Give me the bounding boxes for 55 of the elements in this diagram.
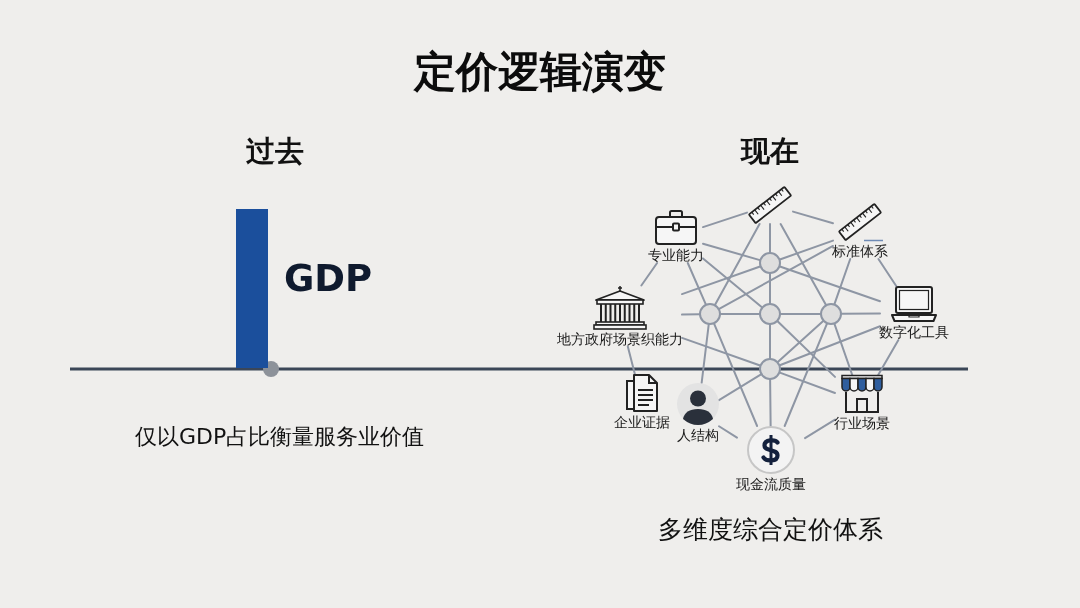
connector-line — [769, 272, 771, 305]
connector-line — [702, 257, 763, 309]
node-label: 标准体系 — [832, 243, 888, 260]
connector-line — [833, 322, 854, 376]
caption: 多维度综合定价体系 — [657, 515, 883, 545]
connector-line — [783, 322, 828, 427]
connector-line — [804, 418, 836, 440]
column-heading: 现在 — [741, 133, 799, 169]
connector-line — [778, 371, 836, 394]
connector-line — [778, 239, 834, 261]
connector-line — [702, 211, 748, 229]
connector-line — [640, 262, 659, 287]
connector-line — [719, 313, 761, 315]
node-label: 企业证据 — [614, 414, 670, 431]
connector-line — [700, 323, 710, 384]
connector-line — [779, 313, 822, 315]
node-label: 现金流质量 — [736, 476, 806, 493]
hub-circle — [759, 303, 781, 325]
connector-line — [681, 336, 762, 367]
connector-line — [681, 313, 701, 316]
connector-line — [776, 320, 825, 363]
node-label: 专业能力 — [648, 247, 704, 264]
connector-line — [681, 265, 762, 296]
caption: 仅以GDP占比衡量服务业价值 — [135, 424, 425, 450]
connector-line — [877, 258, 898, 287]
connector-line — [833, 258, 852, 306]
title: 定价逻辑演变 — [414, 47, 666, 97]
connector-line — [686, 262, 707, 306]
hub-circle — [759, 252, 781, 274]
connector-line — [714, 223, 761, 306]
connector-line — [718, 373, 763, 402]
connector-line — [769, 378, 772, 427]
connector-line — [779, 223, 827, 306]
connector-line — [877, 339, 900, 376]
connector-line — [626, 345, 636, 375]
hub-circle — [759, 358, 781, 380]
node-label: 数字化工具 — [879, 324, 949, 341]
connector-line — [769, 323, 771, 360]
connector-line — [713, 322, 759, 427]
bar-label: GDP — [284, 257, 373, 301]
connector-line — [769, 223, 771, 254]
connector-line — [778, 265, 881, 303]
connector-line — [792, 210, 834, 225]
connector-line — [718, 425, 738, 439]
connector-line — [776, 320, 836, 378]
node-label: 人结构 — [677, 427, 719, 444]
node-label: 行业场景 — [834, 415, 890, 432]
connector-line — [778, 325, 881, 367]
hub-circle — [820, 303, 842, 325]
node-label: 地方政府场景织能力 — [557, 330, 683, 348]
connector-line — [840, 312, 881, 315]
connector-line — [718, 244, 834, 310]
column-heading: 过去 — [246, 133, 304, 169]
hub-circle — [699, 303, 721, 325]
connector-line — [702, 242, 761, 262]
